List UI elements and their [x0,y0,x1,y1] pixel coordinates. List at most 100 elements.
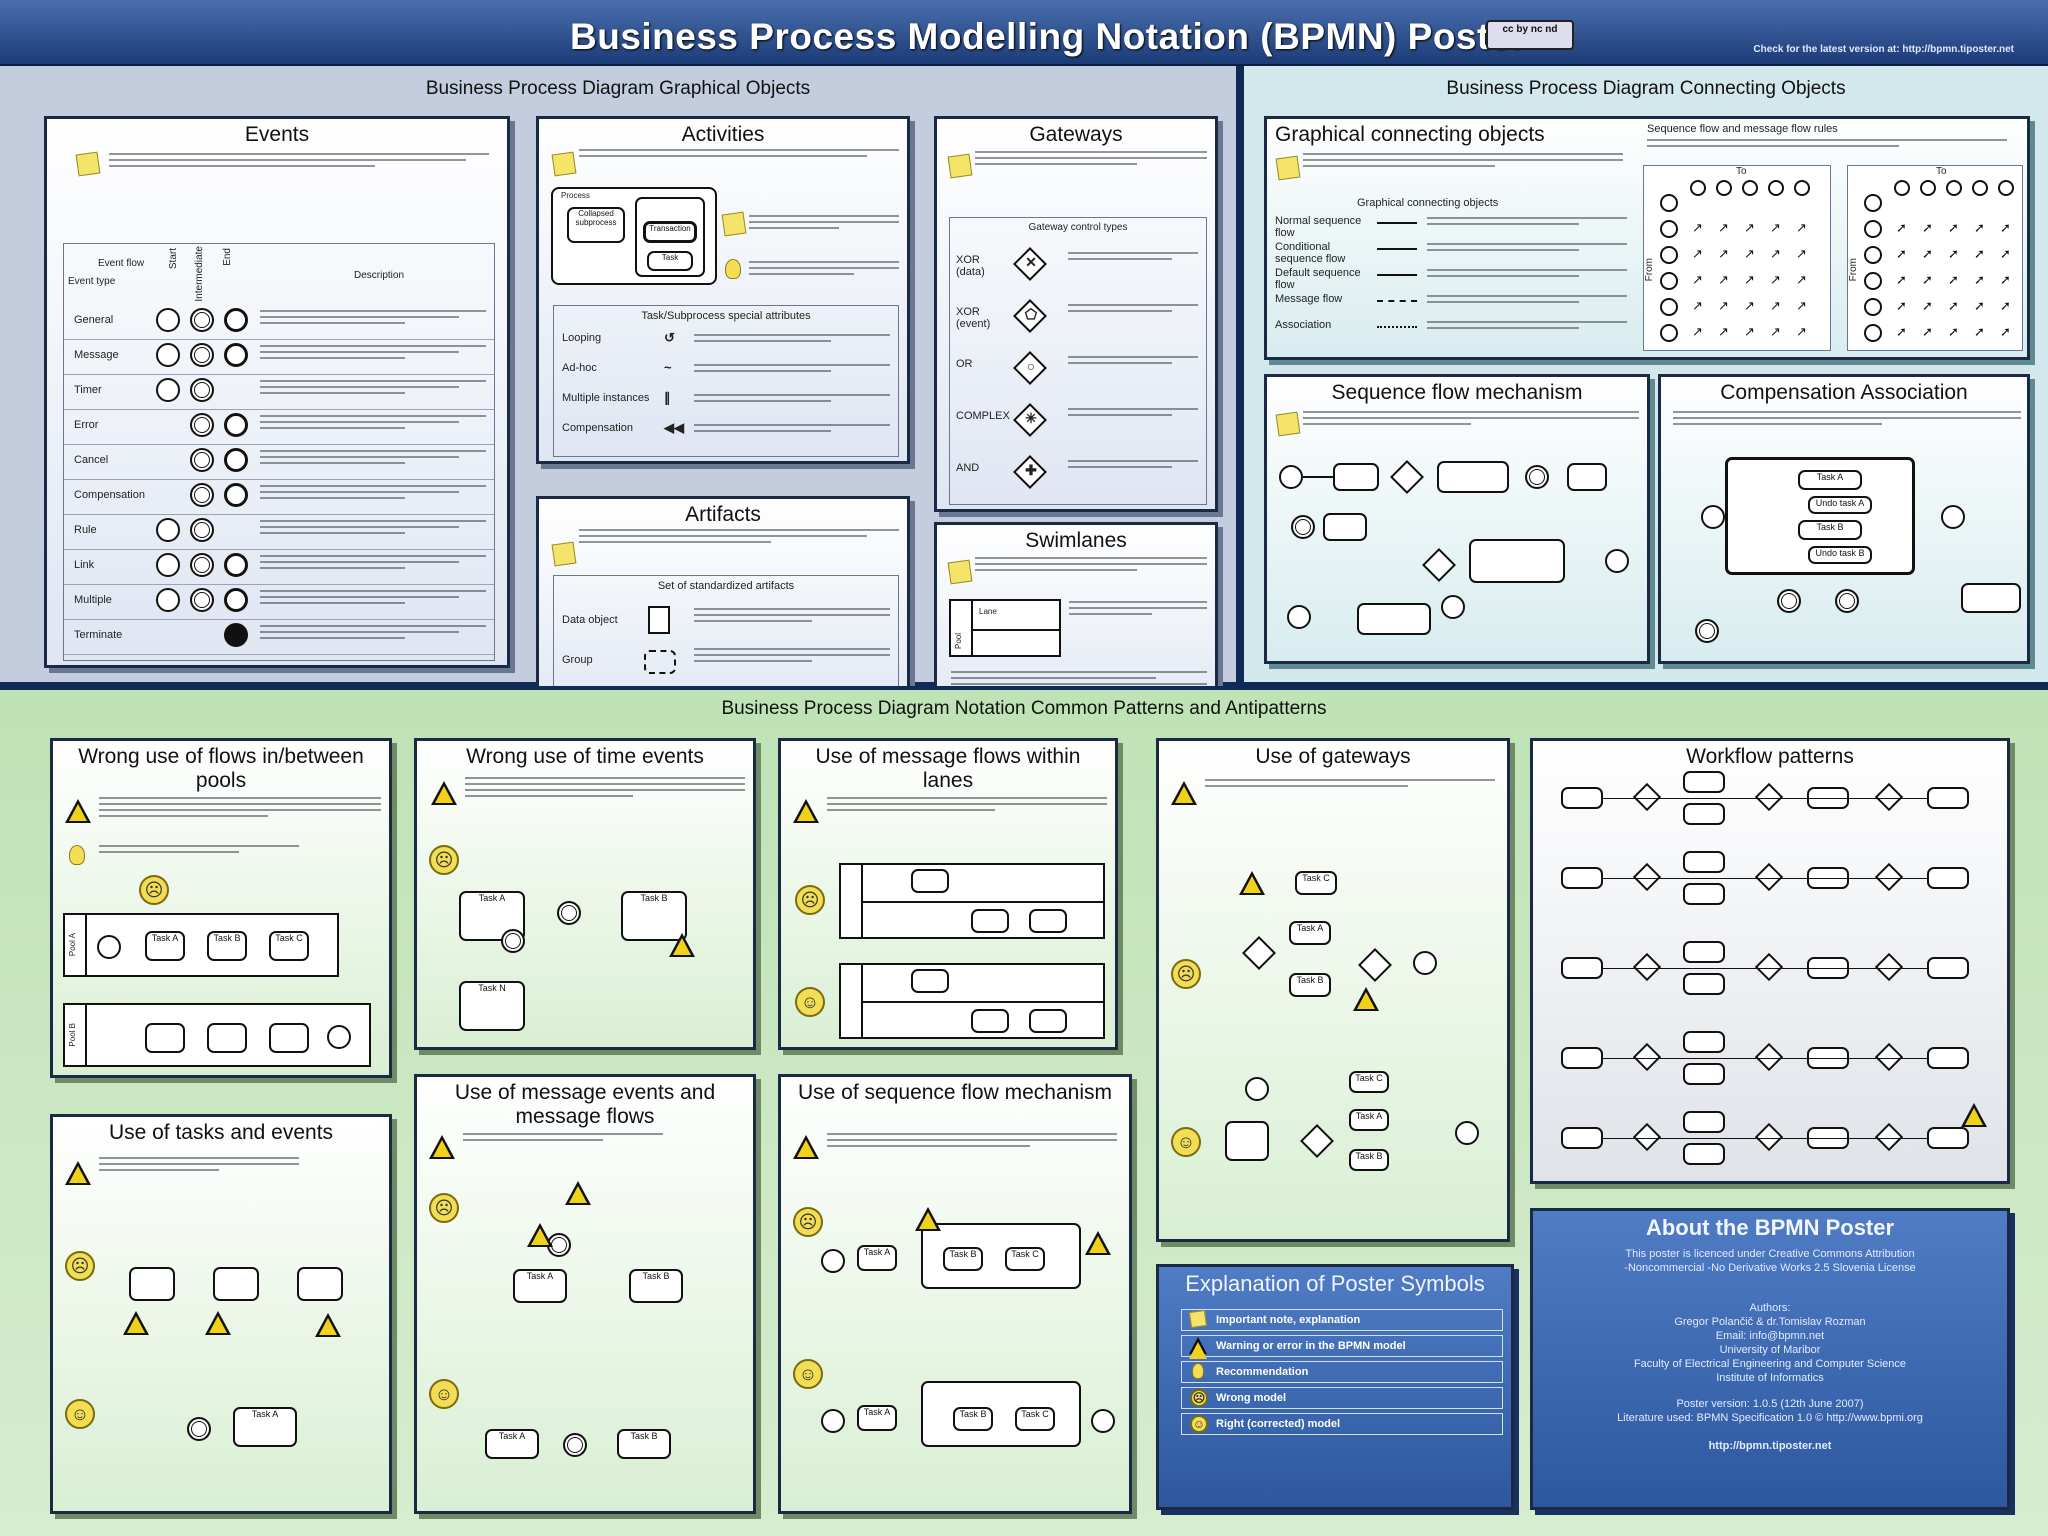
end-event-icon [224,588,248,612]
pattern-title: Wrong use of time events [466,745,704,768]
comp-task-a: Task A [1798,470,1862,490]
start-event-icon [156,518,180,542]
artifacts-intro-text [579,529,899,547]
task-c: Task C [1015,1407,1055,1431]
rule-check-icon: ↗ [1796,324,1807,339]
explanation-title: Explanation of Poster Symbols [1185,1271,1485,1296]
graphical-objects-heading: Business Process Diagram Graphical Objec… [425,78,811,99]
pattern-title: Wrong use of flows in/between pools [78,745,364,792]
start-event-icon [156,343,180,367]
pattern-text [827,1133,1117,1151]
sequence-flow-panel: Sequence flow mechanism [1264,374,1650,664]
legend-row: Recommendation [1181,1361,1503,1383]
process-shape: Process Collapsed subprocess Transaction… [551,187,717,285]
task-attributes-table: Task/Subprocess special attributes Loopi… [553,305,899,457]
sequence-flow-intro [1303,411,1639,429]
legend-row: Wrong model☹ [1181,1387,1503,1409]
gateway-type-label: XOR (data) [956,254,985,278]
warning-icon [915,1207,941,1231]
rule-check-icon: ↗ [1744,272,1755,287]
rule-check-icon: ➚ [1922,298,1933,313]
wf-task [1927,1047,1969,1069]
rule-check-icon: ➚ [1948,220,1959,235]
col-intermediate: Intermediate [194,246,205,302]
row-divider [64,549,494,550]
rule-row-shape [1660,272,1678,290]
note-icon [551,541,577,567]
about-panel: About the BPMN Poster This poster is lic… [1530,1208,2010,1510]
warning-icon [669,933,695,957]
timer-event [501,929,525,953]
rule-check-icon: ➚ [2000,220,2011,235]
about-email[interactable]: Email: info@bpmn.net [1715,1330,1825,1342]
data-object-icon [648,606,670,634]
note-icon [947,153,973,179]
start-event-icon [156,588,180,612]
task-shape [971,909,1009,933]
wf-gateway [1874,952,1904,982]
row-divider [64,479,494,480]
about-url[interactable]: http://bpmn.tiposter.net [1708,1440,1832,1452]
task-c: Task C [1349,1071,1389,1093]
recommendation-text [749,261,899,279]
rule-check-icon: ↗ [1770,272,1781,287]
wf-gateway [1754,952,1784,982]
rule-check-icon: ↗ [1718,220,1729,235]
legend-row: Important note, explanation [1181,1309,1503,1331]
col-eventtype: Event type [68,276,116,287]
pool-label: Pool [954,633,963,650]
gateway-marker-icon: ✕ [1025,254,1037,270]
rule-row-shape [1864,324,1882,342]
patterns-heading: Business Process Diagram Notation Common… [721,698,1327,719]
warning-icon [1961,1103,1987,1127]
task-c: Task C [1295,871,1337,895]
warning-icon [315,1313,341,1337]
wf-gateway [1632,862,1662,892]
subprocess-shape: Task B Task C [921,1381,1081,1447]
end-event [1091,1409,1115,1433]
rule-check-icon: ↗ [1744,246,1755,261]
right-model-face: ☺ [1190,1415,1208,1433]
rule-check-icon: ↗ [1692,298,1703,313]
wf-gateway [1874,1122,1904,1152]
task-a: Task A [485,1429,539,1459]
note-icon [721,211,747,237]
attribute-label: Looping [562,332,602,344]
task-b: Task B [629,1269,683,1303]
warning-icon [565,1181,591,1205]
row-divider [64,619,494,620]
gateway-marker-icon: ✳ [1025,410,1037,426]
wrong-model-face: ☹ [429,1193,459,1223]
pool-shape: Pool Lane [949,599,1061,657]
wrong-model-face: ☹ [65,1251,95,1281]
task-shape [1029,1009,1067,1033]
start-event-icon [156,553,180,577]
recommendation-icon [1192,1363,1204,1379]
wf-gateway [1754,1122,1784,1152]
wf-task [1561,787,1603,809]
rule-col-shape [1894,180,1910,196]
pool-a: Pool A Task A Task B Task C [63,913,339,977]
end-event [1413,951,1437,975]
artifact-label: Group [562,654,593,666]
row-divider [64,444,494,445]
legend-label: Wrong model [1216,1392,1287,1404]
warning-icon [1085,1231,1111,1255]
message-rules-table: To From ➚➚➚➚➚➚➚➚➚➚➚➚➚➚➚➚➚➚➚➚➚➚➚➚➚ [1847,165,2023,351]
rule-check-icon: ↗ [1692,324,1703,339]
events-table: Event flow Event type Start Intermediate… [63,243,495,661]
pool-a [839,863,1105,939]
warning-icon [431,781,457,805]
start-event [1279,465,1303,489]
activities-intro-text [579,149,899,161]
task-shape [129,1267,175,1301]
pool-a-lane [65,915,87,975]
task-c: Task C [269,931,309,961]
latest-version-link[interactable]: Check for the latest version at: http://… [1753,44,2014,55]
lane-label: Lane [979,607,997,616]
col-eventflow: Event flow [98,258,145,269]
rule-check-icon: ↗ [1744,220,1755,235]
wf-gateway [1632,952,1662,982]
end-event-icon [224,623,248,647]
rule-check-icon: ↗ [1796,298,1807,313]
